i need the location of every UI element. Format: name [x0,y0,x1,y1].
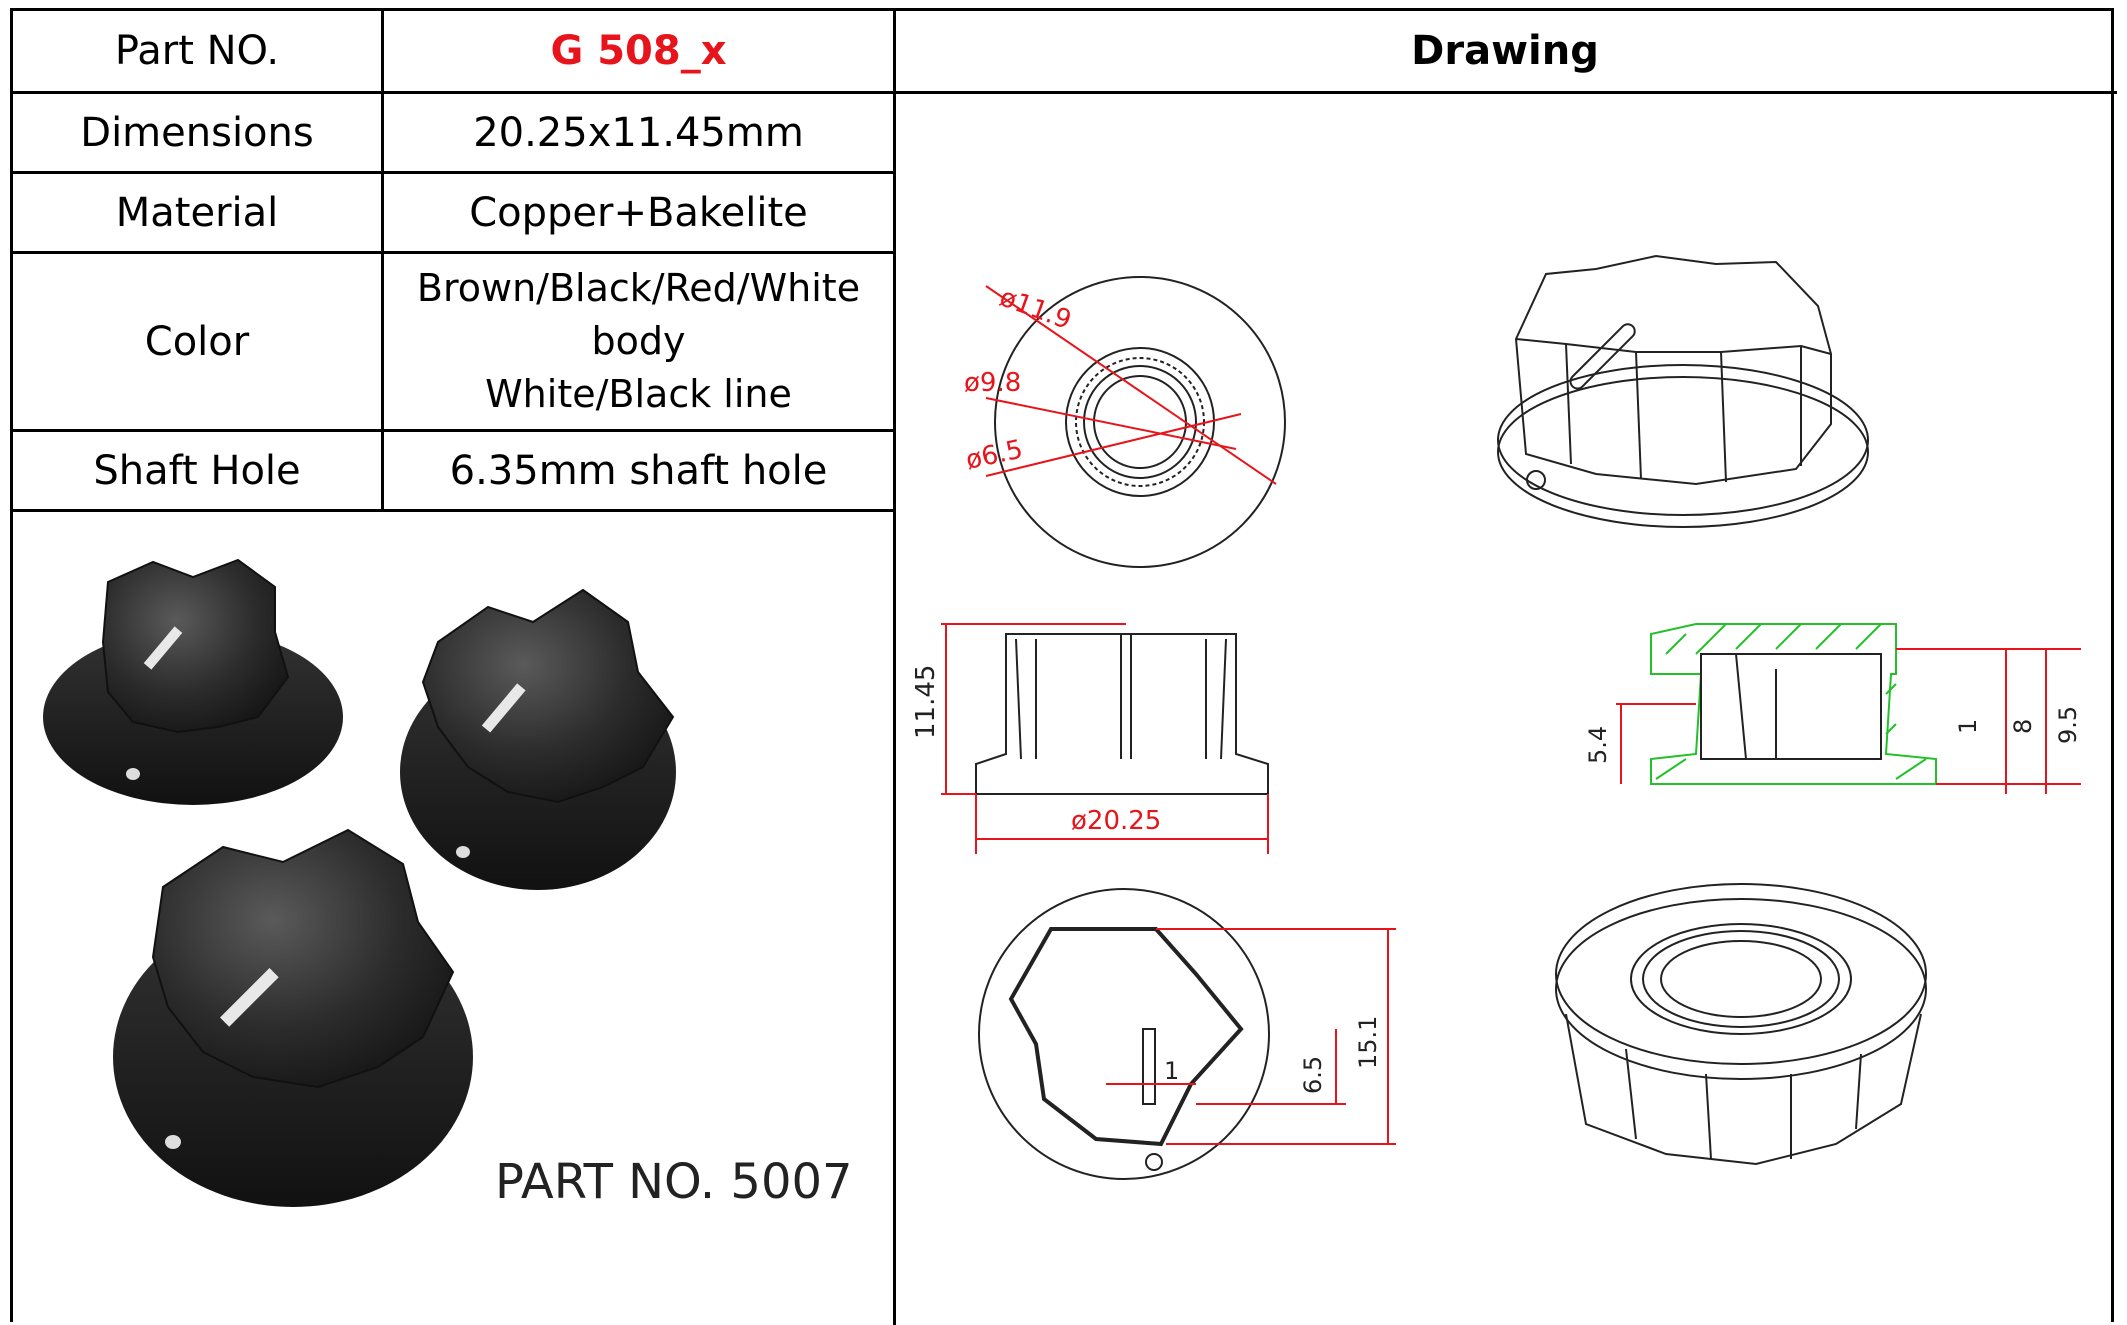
photo-caption: PART NO. 5007 [495,1154,853,1210]
product-photo: PART NO. 5007 [43,558,853,1210]
section-view: 5.4 1 8 9.5 [1584,623,2082,794]
technical-drawing: ø11.9 ø9.8 ø6.5 [911,254,2082,1180]
material-label: Material [115,189,279,236]
knob-medium [400,588,676,890]
color-line-1: Brown/Black/Red/White [416,266,861,310]
divider [381,11,384,511]
dim-top-d2: ø9.8 [964,368,1021,398]
dimensions-label: Dimensions [80,109,314,156]
dim-side-diameter: ø20.25 [1071,806,1161,836]
knob-large [113,828,473,1207]
divider [13,91,2117,94]
spec-sheet: Part NO. G 508_x Drawing Dimensions 20.2… [10,8,2117,1325]
color-label: Color [144,318,250,365]
shaft-hole-value: 6.35mm shaft hole [449,447,828,494]
iso-view-bottom [1555,883,1927,1166]
dim-bottom-a: 1 [1164,1057,1179,1085]
dim-side-height: 11.45 [911,665,941,739]
dim-section-b: 1 [1954,719,1982,734]
drawing-header: Drawing [1411,28,1599,74]
part-no-value: G 508_x [550,28,727,74]
color-line-2: body [591,319,686,363]
dimensions-value: 20.25x11.45mm [473,109,804,156]
divider [13,429,893,432]
bottom-view: 1 6.5 15.1 [978,888,1396,1180]
material-value: Copper+Bakelite [469,189,808,236]
dim-section-c: 8 [2009,719,2037,734]
color-line-3: White/Black line [485,372,792,416]
dim-bottom-b: 6.5 [1299,1056,1327,1094]
dim-bottom-c: 15.1 [1354,1016,1382,1069]
side-view: 11.45 ø20.25 [911,623,1269,854]
divider [893,11,896,1325]
color-value: Brown/Black/Red/White body White/Black l… [384,254,893,429]
iso-view-top [1497,254,1869,528]
top-view: ø11.9 ø9.8 ø6.5 [963,276,1286,568]
knob-small [43,558,343,805]
divider [13,171,893,174]
dim-section-d: 9.5 [2054,706,2082,744]
dim-top-d1: ø11.9 [996,282,1076,335]
divider [13,509,893,512]
dim-section-a: 5.4 [1584,726,1612,764]
part-no-label: Part NO. [114,28,280,74]
shaft-hole-label: Shaft Hole [93,447,301,494]
divider [13,251,893,254]
